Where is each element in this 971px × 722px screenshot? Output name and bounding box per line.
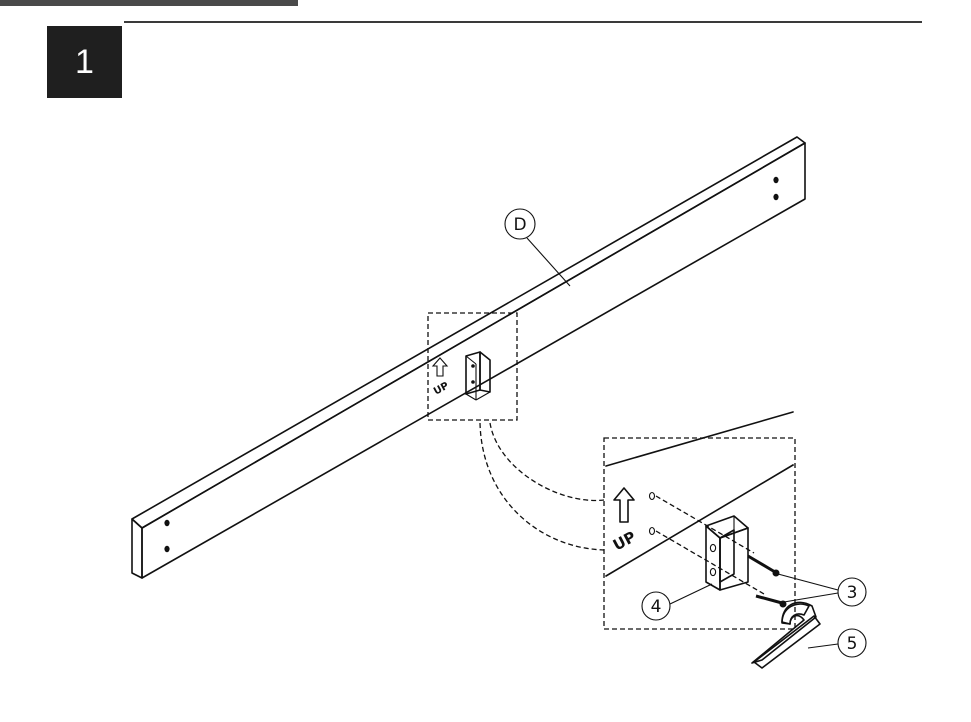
bracket-large	[705, 515, 749, 591]
screw-guide	[655, 530, 765, 595]
step-number-badge: 1	[47, 26, 122, 98]
detail-beam-top-edge	[605, 411, 794, 467]
callout-3: 3	[777, 573, 867, 607]
screw	[755, 594, 787, 608]
detail-hole	[648, 526, 656, 536]
up-arrow-icon-large	[613, 487, 635, 523]
callout-4: 4	[641, 583, 713, 621]
screw	[747, 554, 780, 577]
detail-connector	[479, 422, 605, 551]
callout-d-label: D	[513, 215, 526, 235]
detail-box-small	[427, 312, 518, 421]
beam-hole	[164, 519, 170, 527]
beam-hole	[773, 176, 779, 184]
beam-hole	[164, 545, 170, 553]
up-arrow-icon	[431, 357, 449, 377]
detail-box-large	[603, 437, 796, 630]
callout-d: D	[504, 208, 571, 287]
header-strip	[0, 0, 298, 6]
detail-beam-bottom-edge	[605, 464, 794, 577]
header-rule	[124, 21, 922, 23]
step-number: 1	[75, 42, 94, 81]
up-label-small: UP	[432, 380, 451, 397]
beam-hole	[773, 193, 779, 201]
bracket-small	[465, 351, 491, 401]
callout-4-label: 4	[651, 597, 662, 617]
beam-d	[131, 136, 806, 579]
screw-guide	[655, 495, 755, 554]
callout-3-label: 3	[847, 583, 858, 603]
hex-key	[751, 601, 821, 669]
detail-hole	[648, 491, 656, 501]
up-label-large: UP	[610, 528, 639, 555]
callout-5-label: 5	[847, 634, 858, 654]
callout-5: 5	[807, 628, 867, 658]
detail-connector	[489, 422, 605, 502]
